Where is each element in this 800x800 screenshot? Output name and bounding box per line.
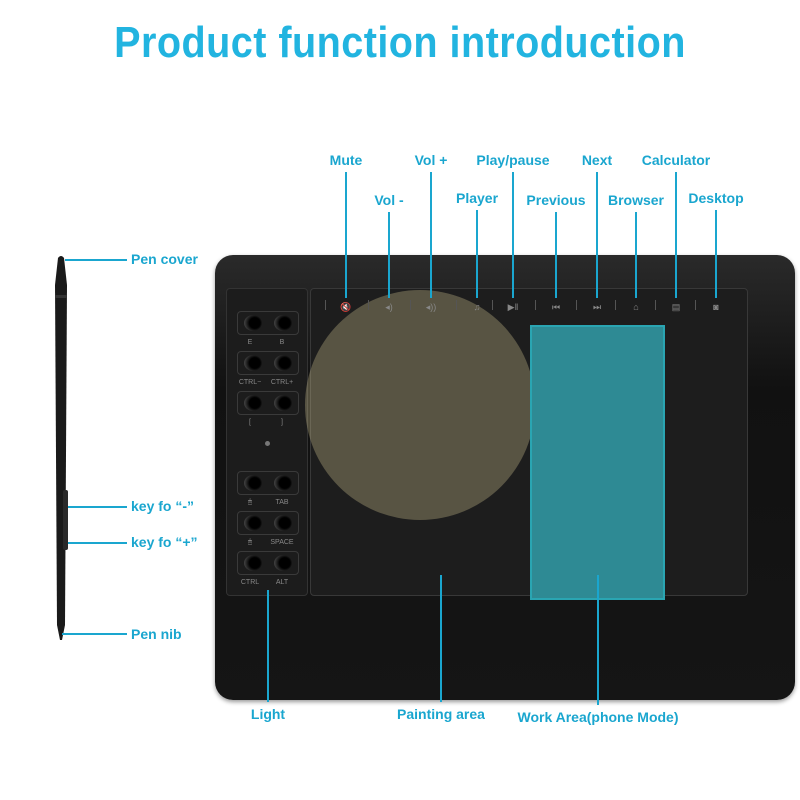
label-key-plus: key fo “+”: [131, 534, 198, 550]
express-key[interactable]: [274, 355, 292, 371]
label-previous: Previous: [526, 192, 586, 208]
key-label: ALT: [275, 579, 289, 586]
hotkey-4-icon[interactable]: ▶‖: [507, 302, 519, 312]
express-key[interactable]: [244, 395, 262, 411]
express-key-row: [237, 551, 299, 575]
express-key-row: [237, 391, 299, 415]
express-key-row: [237, 311, 299, 335]
key-label: CTRL−: [238, 379, 262, 386]
key-label: 🖱: [247, 499, 253, 506]
stylus-pen[interactable]: [50, 255, 72, 640]
label-key-minus: key fo “-”: [131, 498, 195, 514]
express-key-panel: E B CTRL− CTRL+ [] 🖱 TAB 🖱 SPACE CTRL ALT: [226, 288, 308, 596]
hotkey-6-icon[interactable]: ⏭: [592, 302, 602, 312]
label-pen-nib: Pen nib: [131, 626, 182, 642]
label-painting-area: Painting area: [397, 706, 485, 722]
express-key[interactable]: [244, 315, 262, 331]
label-vol-: Vol +: [414, 152, 448, 168]
label-player: Player: [455, 190, 499, 206]
work-area-phone-mode[interactable]: [530, 325, 665, 600]
express-key[interactable]: [274, 395, 292, 411]
express-key[interactable]: [274, 475, 292, 491]
key-label: B: [279, 339, 285, 346]
label-mute: Mute: [329, 152, 363, 168]
label-calculator: Calculator: [641, 152, 711, 168]
watermark-logo: [305, 290, 535, 520]
key-label: E: [247, 339, 253, 346]
label-desktop: Desktop: [688, 190, 744, 206]
hotkey-7-icon[interactable]: ⌂: [633, 302, 639, 312]
express-key[interactable]: [274, 315, 292, 331]
hotkey-1-icon[interactable]: ◂): [385, 302, 393, 312]
indicator-light: [265, 441, 270, 446]
express-key[interactable]: [244, 515, 262, 531]
hotkey-5-icon[interactable]: ⏮: [551, 302, 561, 312]
label-next: Next: [581, 152, 613, 168]
label-browser: Browser: [607, 192, 665, 208]
side-buttons: [63, 490, 68, 550]
label-vol-: Vol -: [374, 192, 404, 208]
hotkey-2-icon[interactable]: ◂)): [425, 302, 437, 312]
key-label: CTRL: [240, 579, 260, 586]
label-pen-cover: Pen cover: [131, 251, 198, 267]
hotkey-0-icon[interactable]: 🔇: [340, 302, 352, 312]
key-label: [: [249, 419, 251, 426]
painting-area[interactable]: [310, 288, 748, 596]
label-work-area: Work Area(phone Mode): [517, 709, 679, 725]
express-key-row: [237, 471, 299, 495]
label-light: Light: [250, 706, 286, 722]
page-title: Product function introduction: [114, 18, 686, 67]
key-label: TAB: [275, 499, 289, 506]
express-key[interactable]: [274, 515, 292, 531]
express-key[interactable]: [274, 555, 292, 571]
express-key-row: [237, 511, 299, 535]
label-play-pause: Play/pause: [476, 152, 550, 168]
express-key[interactable]: [244, 555, 262, 571]
key-label: CTRL+: [270, 379, 294, 386]
express-key[interactable]: [244, 355, 262, 371]
hotkey-3-icon[interactable]: ♫: [473, 302, 481, 312]
hotkey-8-icon[interactable]: ▤: [671, 302, 681, 312]
key-label: SPACE: [270, 539, 294, 546]
hotkey-9-icon[interactable]: ◙: [713, 302, 719, 312]
key-label: 🖱: [247, 539, 253, 546]
key-label: ]: [281, 419, 283, 426]
express-key[interactable]: [244, 475, 262, 491]
express-key-row: [237, 351, 299, 375]
